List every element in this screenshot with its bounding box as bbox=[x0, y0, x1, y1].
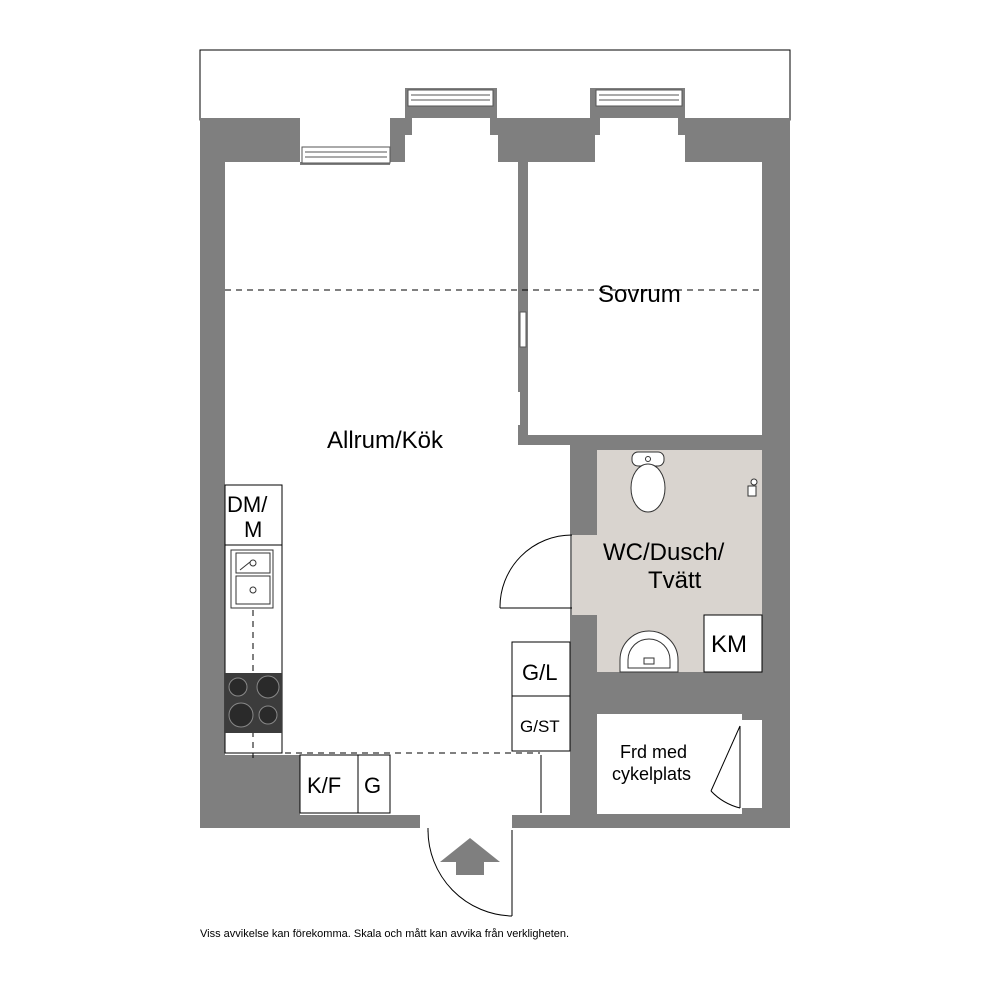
g-label: G bbox=[364, 773, 381, 798]
dm-label-1: DM/ bbox=[227, 492, 268, 517]
partition-foot bbox=[518, 435, 570, 445]
kitchen-sink-icon bbox=[230, 549, 274, 609]
room-label-wc-2: Tvätt bbox=[648, 567, 702, 594]
partition-sliding-door bbox=[519, 311, 527, 348]
room-label-wc-1: WC/Dusch/ bbox=[603, 539, 725, 566]
bathroom-door-swing bbox=[499, 534, 573, 609]
shower-tap-icon bbox=[747, 478, 758, 497]
living-room-floor bbox=[225, 118, 570, 755]
gst-label: G/ST bbox=[520, 717, 560, 736]
gl-label: G/L bbox=[522, 660, 557, 685]
cabinet-kf bbox=[299, 754, 359, 814]
entrance-door-swing bbox=[427, 829, 513, 917]
cabinet-g bbox=[357, 754, 391, 814]
disclaimer-text: Viss avvikelse kan förekomma. Skala och … bbox=[200, 928, 570, 940]
window-right bbox=[595, 89, 683, 107]
dm-label-2: M bbox=[244, 517, 262, 542]
partition-wall bbox=[518, 162, 528, 392]
room-label-frd-2: cykelplats bbox=[612, 764, 691, 784]
room-label-allrum: Allrum/Kök bbox=[327, 427, 444, 454]
entrance-arrow-icon bbox=[440, 838, 500, 875]
washing-machine-box bbox=[703, 614, 763, 673]
entrance-gap bbox=[420, 812, 512, 832]
stove-icon bbox=[225, 673, 282, 733]
kf-label: K/F bbox=[307, 773, 341, 798]
bedroom-floor bbox=[528, 118, 762, 435]
partition-stub bbox=[518, 425, 528, 440]
wardrobe-gl bbox=[511, 641, 571, 697]
km-label: KM bbox=[711, 631, 747, 658]
storage-door-leaf bbox=[710, 725, 741, 792]
washbasin-icon bbox=[619, 630, 679, 673]
window-middle bbox=[407, 89, 494, 107]
toilet-icon bbox=[630, 451, 666, 513]
room-label-sovrum: Sovrum bbox=[598, 281, 681, 308]
storage-door-gap bbox=[740, 720, 762, 808]
wardrobe-gst bbox=[511, 695, 571, 752]
window-left bbox=[301, 146, 391, 164]
wall-bottom-left bbox=[225, 755, 300, 828]
room-label-frd-1: Frd med bbox=[620, 742, 687, 762]
bathroom-door-gap bbox=[572, 535, 598, 615]
